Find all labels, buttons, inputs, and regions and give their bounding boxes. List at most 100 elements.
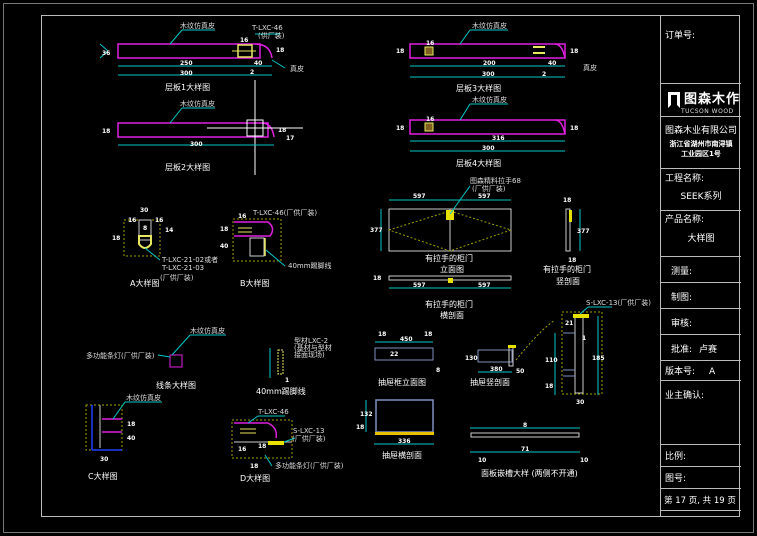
detail-drawer-plan: 132 18 336 抽屉横剖面 (356, 399, 434, 460)
project-label: 工程名称: (665, 174, 705, 184)
dim-text: 18 (278, 127, 286, 134)
owner-label: 业主确认: (665, 391, 705, 401)
dim-text: 14 (165, 227, 173, 234)
handle-note: (厂供厂装) (472, 184, 506, 193)
dim-text: 30 (100, 456, 108, 463)
trim-label: 40mm踢脚线 (288, 261, 332, 270)
dim-text: 18 (378, 331, 386, 338)
dim-text: 22 (390, 351, 398, 358)
version-value: A (709, 367, 716, 377)
logo-cn: 图森木作 (684, 92, 741, 107)
caption: 层板3大样图 (456, 83, 501, 93)
handle-label: 图森精料拉手68 (470, 176, 521, 185)
detail-b: T-LXC-46(厂供厂装) 40mm踢脚线 16 18 40 B大样图 (220, 208, 332, 288)
dim-text: 18 (220, 226, 228, 233)
detail-door-side: 18 377 18 有拉手的柜门 竖剖面 (543, 197, 591, 286)
note-label: 型材LXC-2 (294, 336, 328, 345)
caption: 竖剖面 (556, 276, 580, 286)
project-value: SEEK系列 (680, 192, 722, 202)
detail-skirting: 型材LXC-2 (基材与型材 接面现场) 1 40mm踢脚线 (256, 336, 332, 396)
dim-text: 18 (102, 128, 110, 135)
detail-panel-groove: 8 71 10 10 面板嵌槽大样 (两侧不开通) (470, 422, 588, 478)
page-cell: 第 17 页, 共 19 页 (661, 489, 741, 511)
detail-door-section: 18 597 597 有拉手的柜门 横剖面 (373, 275, 512, 320)
dim-text: 110 (545, 357, 558, 364)
logo-icon (667, 91, 681, 109)
caption: 有拉手的柜门 (543, 264, 591, 274)
dim-text: 450 (400, 336, 413, 343)
dim-text: 18 (258, 443, 266, 450)
dim-text: 130 (465, 355, 478, 362)
version-cell: 版本号: A (661, 361, 741, 381)
logo-en: TUCSON WOOD (681, 108, 734, 115)
part-note: (厂供厂装) (292, 434, 326, 443)
dim-text: 18 (424, 331, 432, 338)
dim-text: 250 (180, 60, 193, 67)
part-label: T-LXC-46 (257, 408, 289, 416)
dim-text: 8 (436, 367, 440, 374)
dim-text: 18 (373, 275, 381, 282)
dim-text: 16 (238, 213, 246, 220)
caption: 抽屉竖剖面 (470, 377, 510, 387)
dim-text: 1 (285, 377, 289, 384)
dim-text: 16 (240, 37, 248, 44)
dim-text: 18 (276, 47, 284, 54)
dim-text: 18 (250, 463, 258, 470)
dim-text: 18 (356, 424, 364, 431)
dim-text: 300 (180, 70, 193, 77)
caption: 层板1大样图 (165, 82, 210, 92)
scale-label: 比例: (665, 452, 687, 462)
dim-text: 1 (582, 335, 586, 342)
dim-text: 18 (127, 421, 135, 428)
dim-text: 377 (577, 228, 590, 235)
dim-text: 50 (516, 368, 524, 375)
title-block: 订单号: 图森木作 TUCSON WOOD 图森木业有限公司 浙江省湖州市南浔镇… (660, 15, 741, 517)
veneer-label: 木纹仿真皮 (472, 21, 507, 30)
caption: 层板2大样图 (165, 162, 210, 172)
dim-text: 16 (155, 217, 163, 224)
dim-text: 18 (112, 235, 120, 242)
note-label: (基材与型材 (294, 343, 332, 352)
dim-text: 132 (360, 411, 373, 418)
dim-text: 300 (482, 71, 495, 78)
caption: C大样图 (88, 471, 118, 481)
drawing-frame (41, 15, 740, 517)
dim-text: 71 (521, 446, 529, 453)
dim-text: 200 (483, 60, 496, 67)
dim-text: 18 (396, 48, 404, 55)
veneer-label: 木纹仿真皮 (472, 95, 507, 104)
project-cell: 工程名称: SEEK系列 (661, 169, 741, 211)
dim-text: 185 (592, 355, 605, 362)
part-label: T-LXC-46 (251, 24, 283, 32)
part-label: S-LXC-13 (293, 427, 324, 435)
dim-text: 30 (576, 399, 584, 406)
note-label: 接面现场) (294, 350, 325, 359)
caption: 40mm踢脚线 (256, 386, 306, 396)
veneer-label: 木纹仿真皮 (180, 99, 215, 108)
dim-text: 16 (238, 446, 246, 453)
approve-cell: 批准: 卢赛 (661, 335, 741, 361)
dim-text: 2 (542, 71, 546, 78)
caption: 有拉手的柜门 (425, 253, 473, 263)
dim-text: 377 (370, 227, 383, 234)
logo: 图森木作 (667, 91, 740, 109)
dim-text: 597 (413, 282, 426, 289)
drawing-no-label: 图号: (665, 474, 687, 484)
detail-drawer-side: 130 380 50 抽屉竖剖面 (465, 319, 556, 387)
part-label: T-LXC-46(厂供厂装) (252, 208, 317, 217)
dim-text: 300 (482, 145, 495, 152)
order-no-label: 订单号: (665, 31, 696, 41)
product-value: 大样图 (687, 234, 715, 244)
part-label: T-LXC-21-02或者 (161, 255, 218, 264)
review-cell: 审核: (661, 309, 741, 335)
dim-text: 316 (492, 135, 505, 142)
dim-text: 16 (426, 40, 434, 47)
caption: 有拉手的柜门 (425, 299, 473, 309)
dim-text: 40 (254, 60, 262, 67)
light-label: 多功能条灯(厂供厂装) (86, 351, 155, 360)
dim-text: 18 (568, 257, 576, 264)
dim-text: 30 (140, 207, 148, 214)
dim-text: 16 (128, 217, 136, 224)
dim-text: 2 (250, 69, 254, 76)
approve-value: 卢赛 (699, 345, 718, 355)
